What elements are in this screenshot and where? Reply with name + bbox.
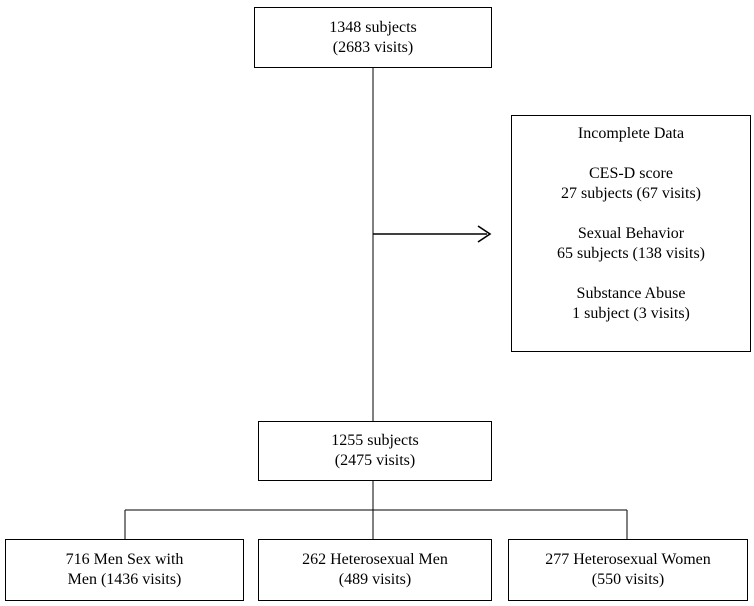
group-label-line1: 262 Heterosexual Men (302, 551, 448, 568)
analytic-subjects-count: 1255 subjects (331, 432, 419, 449)
exclusion-item-label: CES-D score (589, 165, 673, 182)
total-subjects-box: 1348 subjects (2683 visits) (254, 7, 492, 68)
exclusion-item-detail: 65 subjects (138 visits) (557, 245, 705, 262)
total-subjects-count: 1348 subjects (329, 18, 417, 36)
exclusion-item-sexual-behavior: Sexual Behavior 65 subjects (138 visits) (557, 224, 705, 264)
group-label-line1: 277 Heterosexual Women (545, 551, 711, 568)
group-box-heterosexual-women: 277 Heterosexual Women (550 visits) (508, 539, 748, 601)
incomplete-data-box: Incomplete Data CES-D score 27 subjects … (511, 115, 751, 352)
arrow-head-icon (477, 225, 492, 243)
analytic-visits-count: (2475 visits) (334, 452, 416, 469)
group-label-line2: Men (1436 visits) (67, 571, 182, 588)
total-visits-count: (2683 visits) (332, 38, 414, 56)
exclusion-item-detail: 1 subject (3 visits) (572, 305, 690, 322)
group-box-heterosexual-men: 262 Heterosexual Men (489 visits) (258, 539, 492, 601)
analytic-sample-box: 1255 subjects (2475 visits) (258, 421, 492, 481)
exclusion-item-substance-abuse: Substance Abuse 1 subject (3 visits) (572, 284, 690, 324)
group-box-msm: 716 Men Sex with Men (1436 visits) (5, 539, 244, 601)
exclusion-item-detail: 27 subjects (67 visits) (561, 185, 701, 202)
group-label-line2: (550 visits) (591, 571, 665, 588)
exclusion-item-label: Sexual Behavior (577, 225, 685, 242)
exclusion-item-label: Substance Abuse (576, 285, 686, 302)
group-label-line2: (489 visits) (338, 571, 412, 588)
group-label-line1: 716 Men Sex with (65, 551, 184, 568)
incomplete-data-title: Incomplete Data (577, 125, 685, 142)
exclusion-item-cesd: CES-D score 27 subjects (67 visits) (561, 164, 701, 204)
